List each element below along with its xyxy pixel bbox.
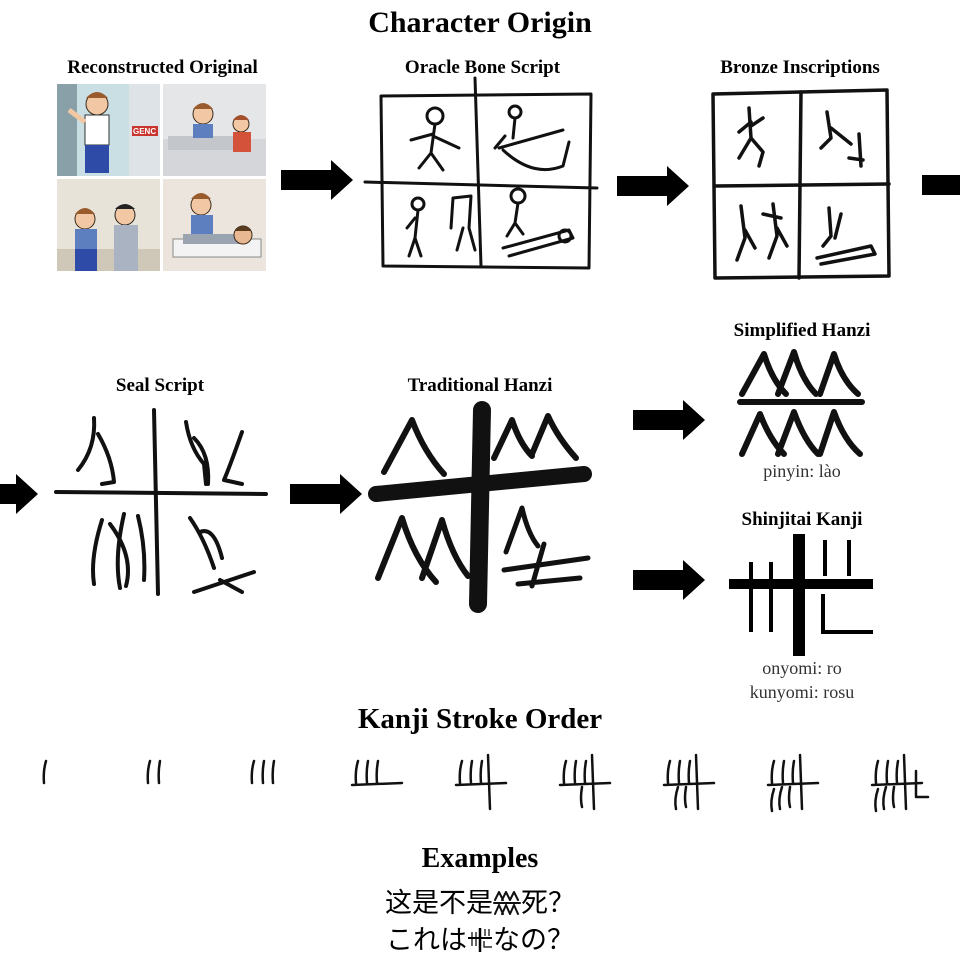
- simplified-reading: pinyin: lào: [763, 461, 841, 481]
- stroke-order-stroke: [590, 753, 596, 811]
- stroke-order-stroke: [677, 759, 682, 785]
- stroke-order-stroke: [458, 759, 464, 785]
- stroke-order-stroke: [375, 759, 380, 785]
- stroke-order-stroke: [479, 759, 484, 785]
- stroke-order-stroke: [687, 759, 692, 785]
- page-title: Character Origin: [368, 6, 592, 39]
- stroke-order-stroke: [469, 759, 474, 785]
- stroke-order-stroke: [694, 753, 700, 811]
- stroke-order-stroke: [770, 759, 776, 785]
- example-japanese-text: これは: [386, 925, 467, 955]
- stroke-order-stroke: [579, 785, 584, 809]
- stroke-order-frame: [766, 753, 820, 813]
- stroke-order-stroke: [882, 785, 888, 811]
- stroke-order-stroke: [365, 759, 370, 785]
- stroke-order-stroke: [787, 785, 792, 809]
- stroke-order-stroke: [781, 759, 786, 785]
- stroke-order-stroke: [146, 759, 152, 785]
- comic-panel-3: [57, 179, 160, 271]
- stroke-order-stroke: [157, 759, 162, 785]
- stroke-order-stroke: [674, 785, 680, 811]
- comic-sign-text: GENC: [133, 127, 156, 136]
- example-chinese-text-after: 死？: [521, 888, 575, 918]
- stroke-order-frame: [42, 759, 48, 785]
- oracle-bone-sketch: [363, 76, 599, 270]
- label-traditional-hanzi: Traditional Hanzi: [407, 375, 553, 396]
- stroke-order-stroke: [895, 759, 900, 785]
- arrow-right-3-partial: [922, 175, 960, 195]
- stroke-order-stroke: [791, 759, 796, 785]
- stroke-order-frame: [558, 753, 612, 811]
- label-bronze: Bronze Inscriptions: [720, 57, 880, 78]
- stroke-order-stroke: [798, 753, 804, 811]
- stroke-order-stroke: [902, 753, 908, 811]
- arrow-right-7: [633, 560, 705, 600]
- example-japanese-text-after: なの？: [493, 925, 574, 955]
- stroke-order-stroke: [766, 781, 820, 787]
- comic-panels: GENC: [57, 84, 266, 271]
- simplified-hanzi-glyph: [737, 349, 865, 457]
- label-seal-script: Seal Script: [115, 375, 205, 396]
- example-japanese-line: これは なの？: [0, 918, 960, 957]
- stroke-order-stroke: [914, 769, 930, 799]
- stroke-order-stroke: [770, 787, 776, 813]
- arrow-right-4-partial: [0, 474, 38, 514]
- comic-panel-4: [163, 179, 266, 271]
- stroke-order-stroke: [874, 759, 880, 785]
- stroke-order-stroke: [558, 781, 612, 787]
- stroke-order-title: Kanji Stroke Order: [357, 703, 603, 735]
- inline-shinjitai-glyph: [468, 928, 492, 952]
- stroke-order-stroke: [573, 759, 578, 785]
- stroke-order-frame: [870, 753, 930, 813]
- label-oracle-bone: Oracle Bone Script: [404, 57, 561, 78]
- label-reconstructed-original: Reconstructed Original: [67, 57, 258, 78]
- arrow-right-2: [617, 166, 689, 206]
- stroke-order-stroke: [486, 753, 492, 811]
- stroke-order-stroke: [662, 781, 716, 787]
- stroke-order-frame: [662, 753, 716, 811]
- stroke-order-stroke: [778, 785, 784, 811]
- comic-panel-2: [163, 84, 266, 176]
- arrow-right-1: [281, 160, 353, 200]
- label-shinjitai-kanji: Shinjitai Kanji: [741, 509, 863, 530]
- bronze-inscription-sketch: [711, 88, 891, 280]
- shinjitai-kunyomi: kunyomi: rosu: [749, 682, 855, 702]
- stroke-order-frame: [350, 759, 404, 787]
- shinjitai-kanji-glyph: [729, 534, 873, 656]
- arrow-right-6: [633, 400, 705, 440]
- arrow-right-5: [290, 474, 362, 514]
- stroke-order-stroke: [562, 759, 568, 785]
- traditional-hanzi-glyph: [368, 401, 592, 613]
- stroke-order-stroke: [891, 785, 896, 809]
- stroke-order-stroke: [354, 759, 360, 785]
- inline-simplified-glyph: [493, 891, 521, 915]
- stroke-order-sequence: [42, 753, 930, 813]
- shinjitai-onyomi: onyomi: ro: [762, 658, 842, 678]
- stroke-order-stroke: [350, 781, 404, 787]
- example-chinese-line: 这是不是 死？: [0, 881, 960, 920]
- examples-title: Examples: [421, 843, 539, 874]
- seal-script-sketch: [54, 408, 268, 596]
- example-chinese-text: 这是不是: [385, 888, 493, 918]
- stroke-order-stroke: [250, 759, 256, 785]
- stroke-order-stroke: [42, 759, 48, 785]
- stroke-order-frame: [454, 753, 508, 811]
- comic-panel-1: GENC: [57, 84, 160, 176]
- stroke-order-stroke: [885, 759, 890, 785]
- stroke-order-stroke: [874, 787, 880, 813]
- stroke-order-stroke: [683, 785, 688, 809]
- stroke-order-stroke: [454, 781, 508, 787]
- stroke-order-stroke: [271, 759, 276, 785]
- stroke-order-stroke: [666, 759, 672, 785]
- stroke-order-frame: [146, 759, 162, 785]
- stroke-order-stroke: [583, 759, 588, 785]
- label-simplified-hanzi: Simplified Hanzi: [733, 320, 871, 341]
- stroke-order-frame: [250, 759, 276, 785]
- stroke-order-stroke: [261, 759, 266, 785]
- stroke-order-stroke: [870, 781, 924, 787]
